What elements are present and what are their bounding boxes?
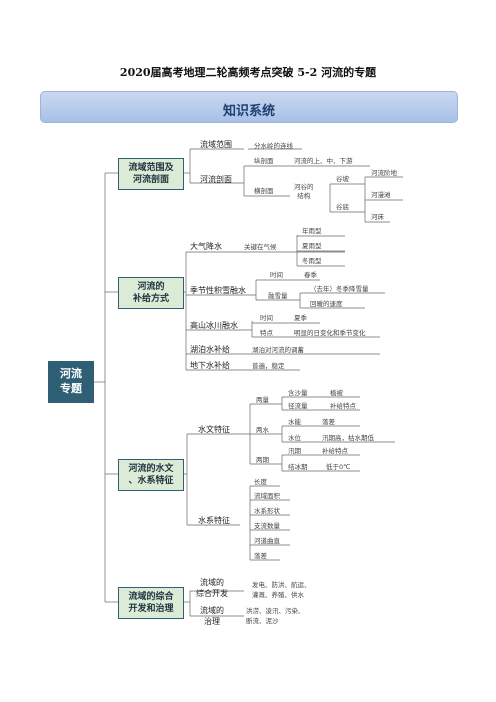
s2-ground-desc: 普遍，稳定: [252, 362, 285, 370]
s2-rain-type-0: 年雨型: [302, 227, 322, 235]
s1-cross: 横剖面: [254, 187, 274, 195]
s3-ice-val: 低于0℃: [326, 463, 351, 471]
section-2-node: 河流的 补给方式: [118, 277, 184, 309]
section-3-node: 河流的水文 、水系特征: [118, 459, 184, 491]
s4-dev-desc: 发电、防洪、航运、 灌溉、养殖、供水: [252, 581, 311, 599]
s3-system-item-3: 支流数量: [254, 522, 280, 530]
s1-range: 流域范围: [200, 140, 232, 149]
s2-snow-time-val: 春季: [304, 271, 317, 279]
s4-gov: 流域的 治理: [200, 606, 224, 626]
s3-shui: 两水: [256, 426, 269, 434]
s2-snow-a1: （去年）冬季降雪量: [310, 285, 369, 293]
s4-gov-desc: 洪涝、凌汛、污染、 断流、泥沙: [246, 607, 305, 625]
s3-energy: 水能: [288, 418, 301, 426]
s2-lake-desc: 湖泊对河流的调蓄: [252, 346, 304, 354]
s2-rain-type-2: 冬雨型: [302, 257, 322, 265]
s3-system-item-0: 长度: [254, 478, 267, 486]
s3-system-item-2: 水系形状: [254, 507, 280, 515]
s2-rain-key: 关键在气候: [244, 243, 277, 251]
s1-slope: 谷坡: [336, 175, 349, 183]
s3-system-item-4: 河道曲直: [254, 537, 280, 545]
s2-glacier-feature: 特点: [260, 329, 273, 337]
s1-terrace: 河流阶地: [371, 169, 397, 177]
s2-glacier-feature-val: 明显的日变化和季节变化: [294, 329, 366, 337]
s3-liang: 两量: [256, 396, 269, 404]
s1-floodplain: 河漫滩: [371, 191, 391, 199]
s3-flood-val: 补给特点: [322, 447, 348, 455]
s3-sediment-val: 植被: [330, 389, 343, 397]
s2-glacier-time: 时间: [260, 314, 273, 322]
banner-title: 知识系统: [222, 104, 275, 119]
s2-snow-amount: 融雪量: [268, 292, 288, 300]
s3-level-val: 汛期高，枯水期低: [322, 434, 374, 442]
s3-level: 水位: [288, 434, 301, 442]
s3-runoff-val: 补给特点: [330, 402, 356, 410]
s3-flood: 汛期: [288, 447, 301, 455]
s3-system-item-1: 流域面积: [254, 492, 280, 500]
s3-runoff: 径流量: [288, 402, 308, 410]
s1-longitudinal-desc: 河流的上、中、下游: [294, 157, 353, 165]
s2-lake: 湖泊水补给: [190, 345, 230, 354]
s3-system: 水系特征: [198, 516, 230, 525]
section-1-node: 流域范围及 河流剖面: [118, 158, 184, 190]
s2-snow: 季节性积雪融水: [190, 286, 246, 295]
s1-bottom: 谷底: [336, 203, 349, 211]
s4-dev: 流域的 综合开发: [196, 578, 228, 598]
s3-hydro: 水文特征: [198, 425, 230, 434]
s2-rain: 大气降水: [190, 242, 222, 251]
s1-longitudinal: 纵剖面: [254, 157, 274, 165]
s1-profile: 河流剖面: [200, 175, 232, 184]
s1-valley: 河谷的 结构: [294, 183, 314, 200]
s2-glacier: 高山冰川融水: [190, 321, 238, 330]
section-banner: 知识系统: [40, 91, 458, 123]
s3-ice: 结冰期: [288, 463, 308, 471]
s3-energy-val: 落差: [322, 418, 335, 426]
document-title: 2020届高考地理二轮高频考点突破 5-2 河流的专题: [119, 66, 377, 79]
root-node: 河流 专题: [48, 361, 94, 403]
s2-ground: 地下水补给: [190, 361, 230, 370]
s1-bed: 河床: [371, 213, 384, 221]
s3-sediment: 含沙量: [288, 389, 308, 397]
s1-range-desc: 分水岭的连线: [254, 142, 293, 150]
s3-qi: 两期: [256, 456, 269, 464]
s3-system-item-5: 落差: [254, 552, 267, 560]
s2-rain-type-1: 夏雨型: [302, 242, 322, 250]
section-4-node: 流域的综合 开发和治理: [118, 587, 184, 619]
s2-glacier-time-val: 夏季: [294, 314, 307, 322]
s2-snow-a2: 回暖的速度: [310, 300, 343, 308]
s2-snow-time: 时间: [270, 271, 283, 279]
